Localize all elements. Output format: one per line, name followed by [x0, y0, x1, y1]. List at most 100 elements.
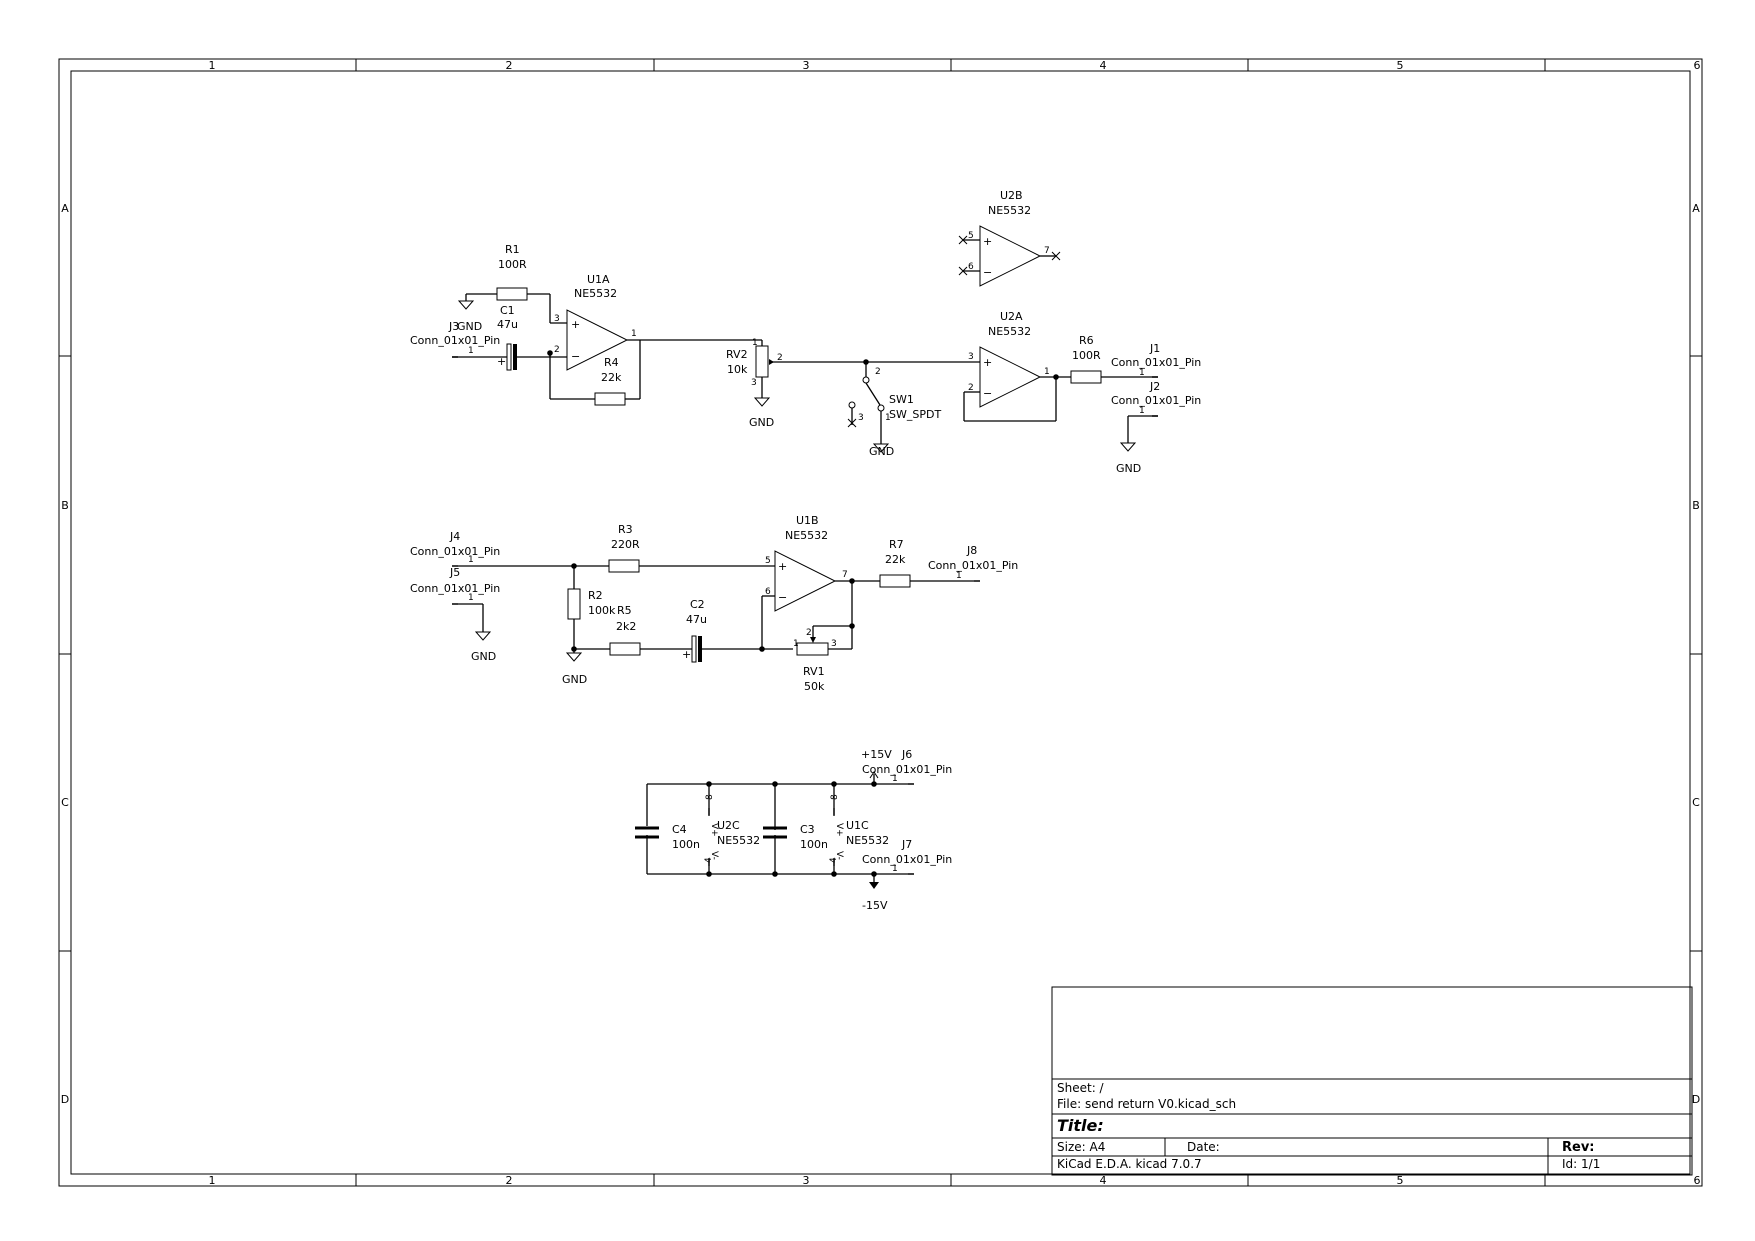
pin-number: 3 [858, 413, 864, 423]
ref-rv1: RV1 [803, 665, 825, 678]
col-label: 4 [1100, 1174, 1107, 1187]
date-label: Date: [1187, 1140, 1220, 1154]
pin-number: 6 [968, 262, 974, 272]
rv2-body [755, 345, 769, 378]
col-label: 6 [1694, 59, 1701, 72]
gnd-label: GND [749, 416, 774, 429]
ref-r7: R7 [889, 538, 904, 551]
junction [772, 781, 778, 787]
col-label: 5 [1397, 59, 1404, 72]
pin-number: 5 [968, 231, 974, 241]
title-label: Title: [1057, 1116, 1104, 1135]
col-label: 4 [1100, 59, 1107, 72]
row-label: B [61, 499, 69, 512]
polarity-plus: + [682, 648, 691, 661]
ref-j3: J3 [448, 320, 459, 333]
row-label: B [1692, 499, 1700, 512]
value-c4: 100n [672, 838, 700, 851]
gnd-label: GND [1116, 462, 1141, 475]
ref-c2: C2 [690, 598, 705, 611]
value-c2: 47u [686, 613, 707, 626]
pin-number: 1 [631, 329, 637, 339]
gnd-symbol [474, 631, 492, 641]
value-r3: 220R [611, 538, 640, 551]
power-neg-label: -15V [862, 899, 888, 912]
value-u1a: NE5532 [574, 287, 617, 300]
col-label: 2 [506, 1174, 513, 1187]
junction [1053, 374, 1059, 380]
r7-body [879, 574, 911, 588]
gnd-symbol [1119, 442, 1137, 452]
no-connect-icon [847, 418, 857, 428]
pin-number: 3 [968, 352, 974, 362]
pin-minus: − [778, 591, 787, 604]
col-label: 5 [1397, 1174, 1404, 1187]
ref-j4: J4 [449, 530, 460, 543]
return-amp-section: J4 Conn_01x01_Pin 1 GND J5 Conn_01x01_Pi… [410, 514, 1018, 693]
rev-label: Rev: [1562, 1140, 1595, 1155]
value-r4: 22k [601, 371, 622, 384]
c1-plate-plus [506, 343, 512, 371]
sw1-contact [862, 376, 870, 384]
row-label: A [61, 202, 69, 215]
junction [871, 781, 877, 787]
pin-number: 1 [468, 346, 474, 356]
gnd-label: GND [562, 673, 587, 686]
u1a-opamp [566, 309, 629, 371]
ref-u1a: U1A [587, 273, 610, 286]
pin-minus: − [983, 266, 992, 279]
ref-j8: J8 [966, 544, 977, 557]
pin-number: 2 [777, 353, 783, 363]
junction [706, 781, 712, 787]
row-label: D [61, 1093, 69, 1106]
r3-body [608, 559, 640, 573]
ref-j5: J5 [449, 566, 460, 579]
sw1-contact [848, 401, 856, 409]
value-j7: Conn_01x01_Pin [862, 853, 952, 866]
value-sw1: SW_SPDT [889, 408, 941, 421]
gnd-label: GND [471, 650, 496, 663]
gnd-symbol [565, 652, 583, 662]
polarity-plus: + [497, 355, 506, 368]
value-c1: 47u [497, 318, 518, 331]
u1b-opamp [774, 550, 837, 612]
r2-body [567, 588, 581, 620]
pin-plus: + [571, 318, 580, 331]
junction [871, 871, 877, 877]
ref-j7: J7 [901, 838, 912, 851]
pin-number: 2 [875, 367, 881, 377]
col-label: 1 [209, 1174, 216, 1187]
ref-c1: C1 [500, 304, 515, 317]
ref-r3: R3 [618, 523, 633, 536]
sw1-contact [877, 404, 885, 412]
col-label: 2 [506, 59, 513, 72]
ref-c3: C3 [800, 823, 815, 836]
pin-vminus: V- [834, 851, 844, 860]
value-r6: 100R [1072, 349, 1101, 362]
junction [772, 871, 778, 877]
value-u1b: NE5532 [785, 529, 828, 542]
value-j4: Conn_01x01_Pin [410, 545, 500, 558]
pin-vplus: V+ [834, 823, 844, 837]
pin-number: 3 [554, 314, 560, 324]
pin-number: 6 [765, 587, 771, 597]
pin-number: 3 [751, 378, 757, 388]
value-j8: Conn_01x01_Pin [928, 559, 1018, 572]
power-section: +15V -15V J6 Conn_01x01_Pin 1 J7 Conn_01… [632, 748, 952, 912]
no-connect-icon [958, 266, 968, 276]
pin-number: 2 [806, 628, 812, 638]
gnd-label: GND [869, 445, 894, 458]
gnd-symbol [872, 443, 890, 453]
gnd-label: GND [457, 320, 482, 333]
gnd-symbol [753, 397, 771, 407]
r5-body [609, 642, 641, 656]
value-rv1: 50k [804, 680, 825, 693]
pin-number: 1 [468, 593, 474, 603]
pin-plus: + [983, 235, 992, 248]
row-label: C [1692, 796, 1700, 809]
border-row-labels: A B C D A B C D [61, 202, 1700, 1106]
pin-number: 7 [1044, 246, 1050, 256]
pin-minus: − [983, 387, 992, 400]
ref-sw1: SW1 [889, 393, 914, 406]
